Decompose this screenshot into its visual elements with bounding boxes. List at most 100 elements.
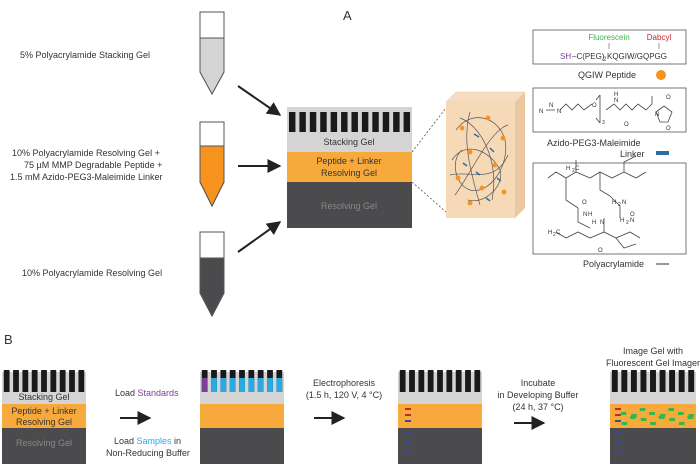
ladder-band xyxy=(615,442,621,444)
tube-stacking-label: 5% Polyacrylamide Stacking Gel xyxy=(20,50,150,60)
zoom-line-top xyxy=(411,107,447,153)
tube-peptide xyxy=(199,121,225,208)
comb-tooth xyxy=(399,370,406,392)
comb-tooth xyxy=(650,370,656,392)
fluorescent-band xyxy=(649,412,655,415)
peptide-caption: QGIW Peptide xyxy=(578,70,636,80)
gel-a-resolving-label: Resolving Gel xyxy=(321,201,377,211)
ladder-band xyxy=(405,420,411,422)
loaded-well xyxy=(201,378,208,392)
comb-tooth xyxy=(41,370,47,392)
ladder-band xyxy=(405,408,411,410)
comb-tooth xyxy=(669,370,676,392)
linker-atom-n1: N xyxy=(539,109,543,115)
arrow-top xyxy=(237,85,282,116)
peptide-sequence-rest: KQGIW/GQPGG xyxy=(607,52,667,61)
ladder-band xyxy=(615,420,621,422)
polymer-caption: Polyacrylamide xyxy=(583,259,644,269)
comb-tooth xyxy=(437,370,443,392)
arrow-bot xyxy=(237,221,282,253)
panel-a-label: A xyxy=(343,8,352,23)
loaded-well xyxy=(211,378,217,392)
fluorescent-band xyxy=(650,422,656,425)
fluorescent-band xyxy=(630,416,636,419)
gel-b4-ladder xyxy=(615,408,621,454)
comb-tooth xyxy=(59,370,66,392)
step1-load: Load xyxy=(115,388,138,398)
peptide-structure-box xyxy=(532,29,687,65)
fluorescent-band xyxy=(620,412,627,415)
fluorescent-band xyxy=(659,414,666,417)
step1-samples-prefix: Load xyxy=(114,436,137,446)
step1-samples-suffix: in xyxy=(172,436,182,446)
tube-peptide-label-3: 1.5 mM Azido-PEG3-Maleimide Linker xyxy=(10,172,163,182)
comb-tooth xyxy=(13,370,19,392)
loaded-well xyxy=(248,378,255,392)
gel-b3 xyxy=(398,370,482,464)
comb-tooth xyxy=(474,370,481,392)
comb-tooth xyxy=(320,112,327,132)
polymer-atom-o-1: O xyxy=(582,200,587,206)
step1-samples: Samples xyxy=(137,436,173,446)
step3-line-1: Incubate xyxy=(521,378,556,388)
ladder-band xyxy=(405,414,411,416)
comb-tooth xyxy=(382,112,390,132)
polymer-atom-2-1: 2 xyxy=(572,168,575,174)
gel-b1 xyxy=(2,370,86,464)
fluorescent-band xyxy=(639,408,646,411)
polymer-atom-h-1: H xyxy=(566,166,570,172)
comb-tooth xyxy=(330,112,338,132)
polymer-structure-box xyxy=(532,162,687,255)
ladder-band xyxy=(615,452,621,454)
fluorescent-band xyxy=(669,418,676,421)
fluorescent-band xyxy=(631,414,637,417)
comb-tooth xyxy=(611,370,618,392)
gel-b1-comb xyxy=(3,370,85,392)
comb-tooth xyxy=(309,112,317,132)
polymer-atom-c-1: C xyxy=(575,166,580,172)
linker-atom-h: H xyxy=(614,92,618,98)
fluorescent-band xyxy=(677,412,684,415)
linker-legend-bar xyxy=(656,151,669,155)
panel-b-label: B xyxy=(4,332,13,347)
polymer-atom-h-6: H xyxy=(548,230,552,236)
polymer-atom-o-3: O xyxy=(630,212,635,218)
step4-line-2: Fluorescent Gel Imager xyxy=(606,358,700,368)
gel-a-peptide-label-1: Peptide + Linker xyxy=(316,156,381,166)
peptide-sequence-label: –C(PEG) xyxy=(572,52,605,61)
gel-a-stacking-label: Stacking Gel xyxy=(323,137,374,147)
polymer-atom-n-1: N xyxy=(622,200,626,206)
gel-b4 xyxy=(610,370,696,464)
polymer-atom-n-3: N xyxy=(600,220,604,226)
gel-b2-loaded-wells xyxy=(201,378,283,392)
dabcyl-label: Dabcyl xyxy=(647,33,672,42)
fluorescein-label: Fluorescein xyxy=(588,33,629,42)
peptide-sequence-subscript: 2 xyxy=(603,57,607,63)
comb-tooth xyxy=(393,112,400,132)
polymer-atom-h-2: H xyxy=(612,200,616,206)
gel-b1-peptide-label-1: Peptide + Linker xyxy=(11,406,76,416)
loaded-well xyxy=(229,378,236,392)
linker-atom-o2: O xyxy=(624,122,629,128)
gel-b4-comb xyxy=(611,370,695,392)
polymer-atom-c-2: C xyxy=(556,230,561,236)
gel-b3-comb xyxy=(399,370,481,392)
step1-samples-text: Load Samples in xyxy=(114,436,181,446)
polymer-atom-2-4: 2 xyxy=(553,232,556,238)
linker-atom-n5: N xyxy=(655,112,659,118)
fluorescent-band xyxy=(688,414,695,417)
step1-standards: Standards xyxy=(138,388,180,398)
comb-tooth xyxy=(630,370,637,392)
loaded-well xyxy=(276,378,283,392)
ladder-band xyxy=(615,432,621,434)
linker-atom-n4: N xyxy=(614,98,618,104)
tube-peptide-label-2: 75 µM MMP Degradable Peptide + xyxy=(24,160,162,170)
peptide-legend-dot xyxy=(656,70,666,80)
polymer-atom-o-2: O xyxy=(598,248,603,254)
tube-resolving xyxy=(199,231,225,318)
linker-atom-o4: O xyxy=(666,126,671,132)
comb-tooth xyxy=(78,370,85,392)
loaded-well xyxy=(267,378,273,392)
ladder-band xyxy=(405,432,411,434)
